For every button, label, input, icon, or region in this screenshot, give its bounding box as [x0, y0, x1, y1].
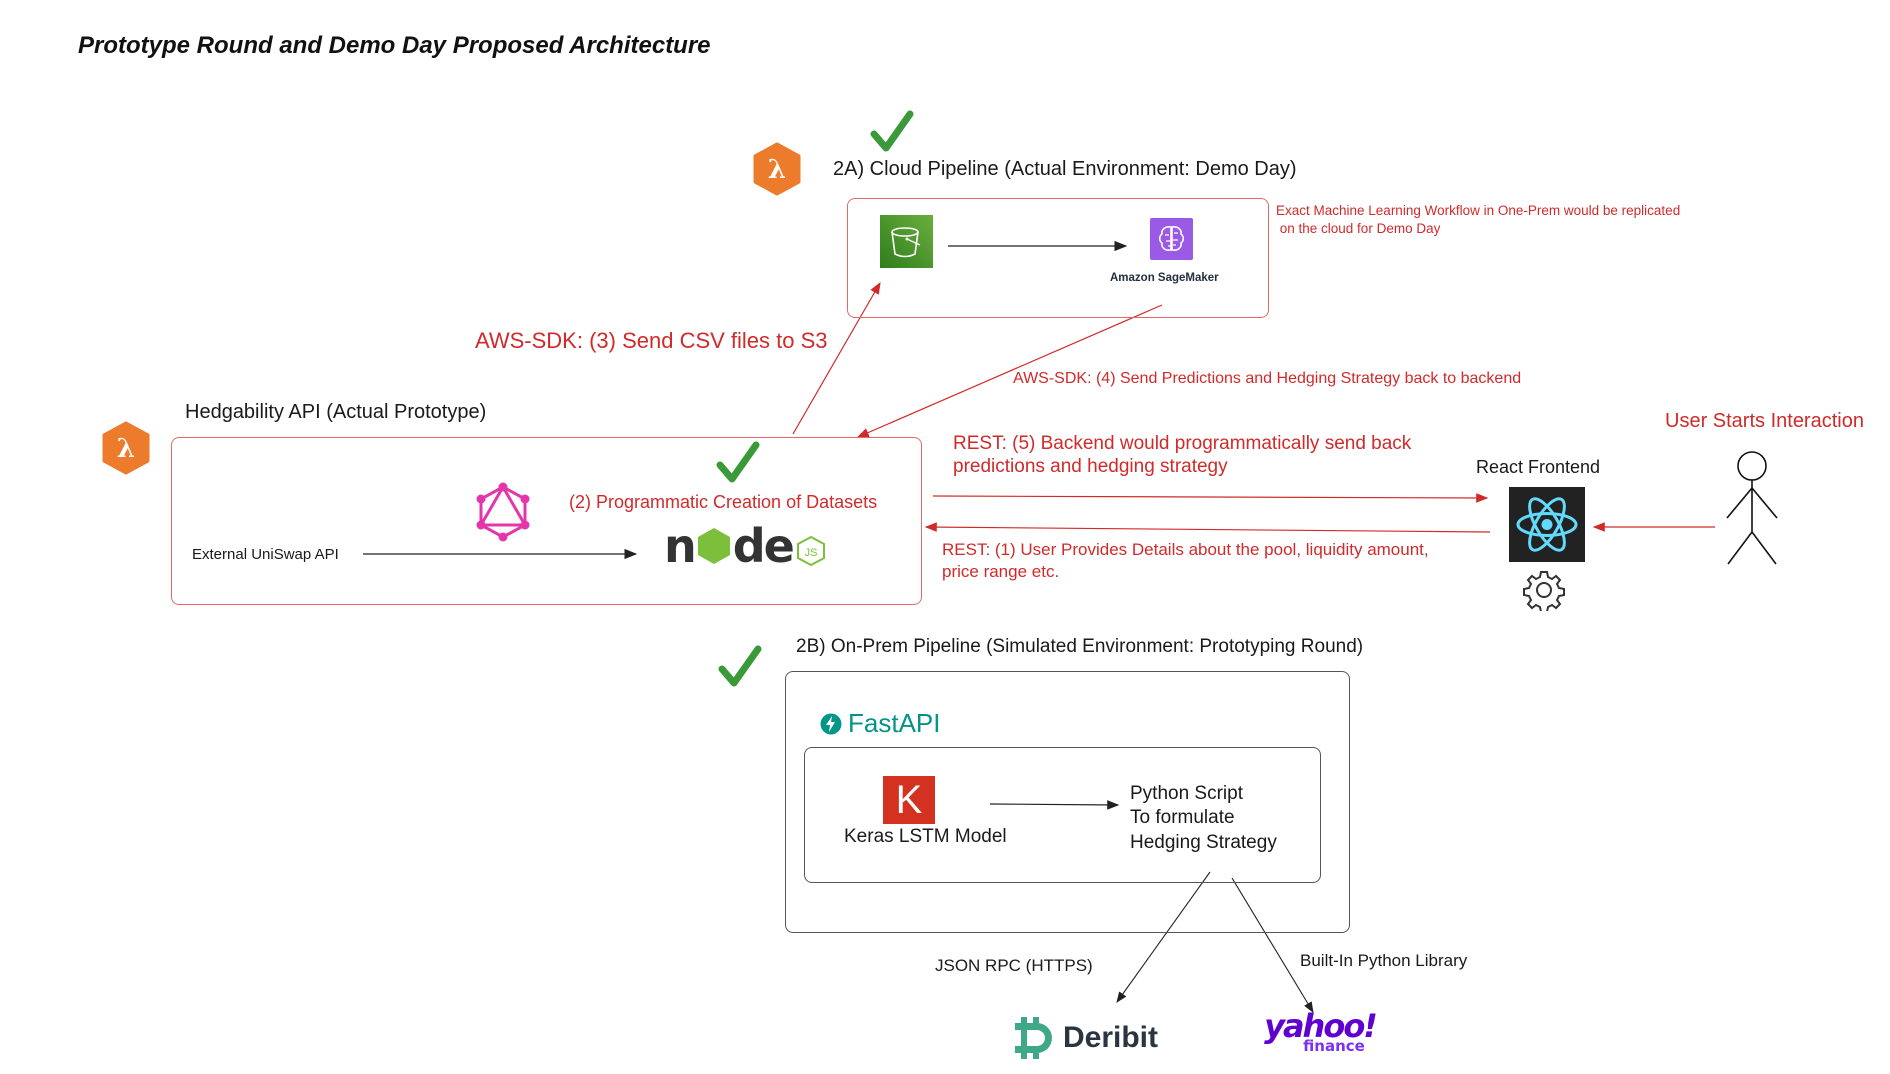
checkmark-icon — [718, 645, 762, 687]
deribit-icon — [1015, 1017, 1052, 1059]
sagemaker-label: Amazon SageMaker — [1110, 272, 1219, 284]
step5-label-line1: REST: (5) Backend would programmatically… — [953, 433, 1412, 454]
aws-lambda-icon: λ — [102, 421, 150, 475]
deribit-logo: Deribit — [1015, 1017, 1158, 1059]
sagemaker-icon — [1150, 218, 1193, 260]
cloud-pipeline-label: 2A) Cloud Pipeline (Actual Environment: … — [833, 158, 1297, 180]
ml-note-line2: on the cloud for Demo Day — [1276, 221, 1441, 236]
yahoo-finance-sub-label: finance — [1303, 1037, 1365, 1055]
python-script-line3: Hedging Strategy — [1130, 832, 1277, 853]
python-script-line2: To formulate — [1130, 807, 1235, 828]
step4-arrow — [856, 304, 1163, 438]
nodejs-icon: n de JS — [664, 522, 825, 570]
step1-arrow — [924, 522, 1491, 533]
s3-bucket-icon — [880, 215, 933, 268]
svg-text:λ: λ — [768, 155, 786, 185]
hedgability-api-box — [171, 437, 922, 605]
onprem-pipeline-box — [785, 671, 1350, 933]
cloud-pipeline-box — [847, 198, 1269, 318]
step4-label: AWS-SDK: (4) Send Predictions and Hedgin… — [1013, 370, 1522, 387]
checkmark-icon — [870, 110, 914, 152]
fastapi-inner-box — [804, 747, 1321, 883]
step1-label-line2: price range etc. — [942, 562, 1060, 581]
step3-arrow — [792, 281, 881, 435]
checkmark-icon — [716, 441, 760, 483]
svg-text:λ: λ — [117, 434, 135, 464]
builtin-python-library-label: Built-In Python Library — [1300, 951, 1468, 970]
python-to-yahoo-arrow — [1231, 877, 1314, 1013]
fastapi-icon — [820, 713, 842, 734]
step3-label: AWS-SDK: (3) Send CSV files to S3 — [475, 328, 828, 353]
gear-icon — [1523, 571, 1565, 611]
keras-to-python-arrow — [989, 800, 1120, 810]
step5-label-line2: predictions and hedging strategy — [953, 456, 1228, 477]
fastapi-logo: FastAPI — [820, 708, 940, 739]
json-rpc-label: JSON RPC (HTTPS) — [935, 956, 1093, 975]
ml-note-line1: Exact Machine Learning Workflow in One-P… — [1276, 203, 1681, 218]
react-icon — [1509, 487, 1585, 562]
keras-lstm-label: Keras LSTM Model — [844, 826, 1007, 847]
aws-lambda-icon: λ — [753, 142, 801, 196]
hedgability-api-label: Hedgability API (Actual Prototype) — [185, 401, 487, 423]
step1-label-line1: REST: (1) User Provides Details about th… — [942, 540, 1429, 559]
yahoo-label: yahoo! — [1264, 1007, 1378, 1045]
step5-arrow — [932, 493, 1489, 503]
python-to-deribit-arrow — [1116, 871, 1211, 1003]
node-js-badge: JS — [804, 547, 817, 559]
python-script-line1: Python Script — [1130, 783, 1243, 804]
deribit-label: Deribit — [1063, 1021, 1159, 1054]
external-uniswap-api-label: External UniSwap API — [192, 546, 339, 563]
keras-icon: K — [883, 776, 935, 824]
react-frontend-label: React Frontend — [1476, 457, 1601, 477]
graphql-icon — [476, 482, 530, 542]
step2-label: (2) Programmatic Creation of Datasets — [569, 492, 878, 512]
fastapi-label: FastAPI — [848, 708, 941, 738]
user-stick-figure-icon — [1726, 451, 1778, 565]
user-starts-interaction-label: User Starts Interaction — [1665, 410, 1864, 432]
diagram-title: Prototype Round and Demo Day Proposed Ar… — [78, 32, 711, 59]
yahoo-finance-logo: yahoo! finance — [1262, 1010, 1378, 1054]
onprem-pipeline-label: 2B) On-Prem Pipeline (Simulated Environm… — [796, 636, 1364, 657]
